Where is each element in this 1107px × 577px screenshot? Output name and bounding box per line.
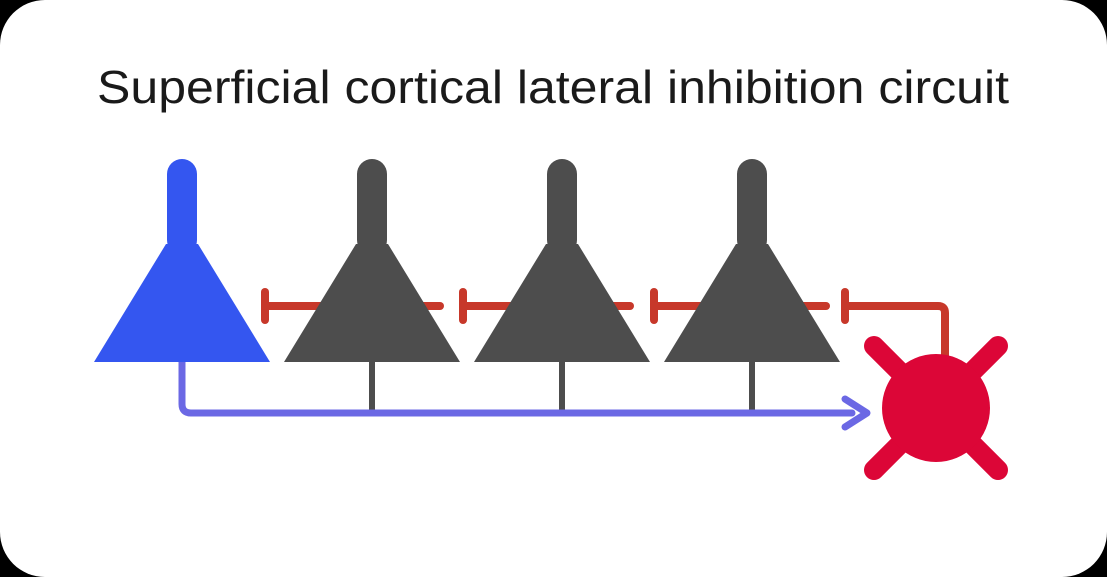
pyramidal-neuron-4 [664, 159, 840, 362]
pyramidal-axon-stems [369, 360, 755, 414]
apical-dendrite-4 [737, 159, 767, 255]
excitatory-axon [178, 356, 856, 417]
inhibitory-interneuron [864, 336, 1008, 480]
soma-1 [94, 244, 270, 362]
soma-4 [664, 244, 840, 362]
inhibitory-axon-segment-4 [841, 302, 949, 366]
pyramidal-neuron-2 [284, 159, 460, 362]
apical-dendrite-3 [547, 159, 577, 255]
diagram-title: Superficial cortical lateral inhibition … [97, 61, 1009, 113]
apical-dendrite-1 [167, 159, 197, 255]
pyramidal-neuron-3 [474, 159, 650, 362]
soma-2 [284, 244, 460, 362]
excitatory-arrowhead-icon [841, 395, 871, 431]
pyramidal-neuron-1 [94, 159, 270, 362]
apical-dendrite-2 [357, 159, 387, 255]
excitatory-connection [178, 356, 871, 431]
interneuron-soma [882, 354, 990, 462]
soma-3 [474, 244, 650, 362]
